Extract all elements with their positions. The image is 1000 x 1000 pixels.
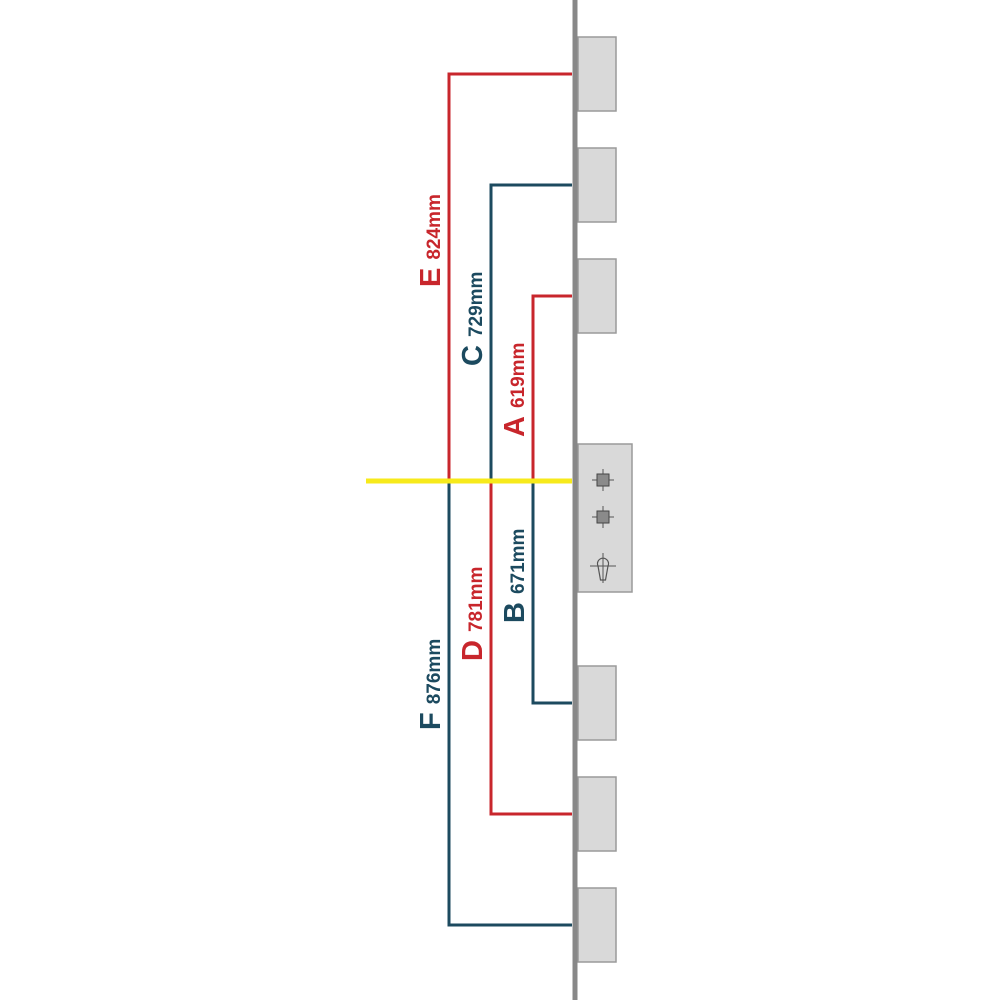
measurement-label-f: F 876mm [415, 639, 447, 730]
measurement-letter: D [457, 640, 489, 661]
measurement-value: 781mm [466, 567, 487, 633]
square-spindle-icon [592, 506, 614, 528]
square-spindle-icon [592, 469, 614, 491]
measurement-label-b: B 671mm [499, 529, 531, 623]
locking-point-block-1 [577, 36, 617, 112]
measurement-line-b [531, 481, 572, 705]
measurement-label-c: C 729mm [457, 272, 489, 366]
measurement-line-d [489, 481, 572, 816]
measurement-value: 619mm [508, 343, 529, 409]
locking-point-block-4 [577, 665, 617, 741]
locking-point-block-3 [577, 258, 617, 334]
measurement-value: 671mm [508, 529, 529, 595]
measurement-label-a: A 619mm [499, 343, 531, 437]
measurement-line-a [531, 294, 572, 481]
measurement-letter: B [499, 602, 531, 623]
measurement-letter: F [415, 712, 447, 730]
measurement-line-c [489, 183, 572, 481]
locking-point-block-2 [577, 147, 617, 223]
measurement-letter: C [457, 345, 489, 366]
measurement-value: 876mm [424, 639, 445, 705]
measurement-value: 729mm [466, 272, 487, 338]
measurement-line-e [447, 72, 572, 481]
measurement-value: 824mm [424, 194, 445, 260]
locking-point-block-6 [577, 887, 617, 963]
measurement-label-d: D 781mm [457, 567, 489, 661]
measurement-letter: A [499, 416, 531, 437]
measurement-line-f [447, 481, 572, 927]
measurement-label-e: E 824mm [415, 194, 447, 287]
locking-point-block-5 [577, 776, 617, 852]
measurement-letter: E [415, 268, 447, 287]
euro-cylinder-keyhole-icon [590, 553, 616, 583]
